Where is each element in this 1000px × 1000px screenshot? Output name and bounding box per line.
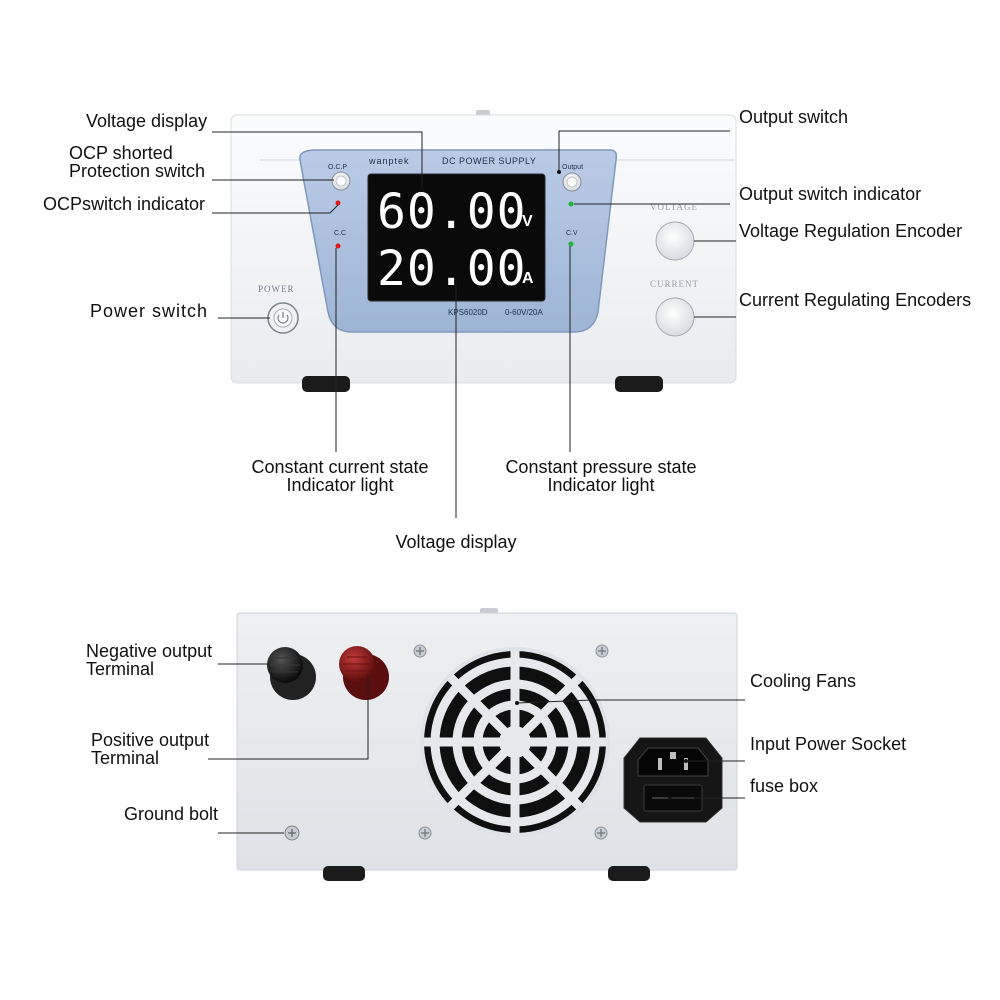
voltage-encoder-knob[interactable] [655,221,695,261]
label-fuse-box: fuse box [750,776,819,796]
model-text: KPS6020D [448,308,488,317]
label-negative-1: Negative output [86,641,213,661]
output-indicator-led [568,201,574,207]
rear-screws [413,644,609,840]
current-unit: A [522,270,534,287]
label-voltage-display-top: Voltage display [86,111,208,131]
label-output-indicator: Output switch indicator [739,184,922,204]
label-cooling-fans: Cooling Fans [750,671,857,691]
label-current-encoder: Current Regulating Encoders [739,290,972,310]
power-icon [277,314,289,324]
input-power-socket [623,737,723,823]
power-label: POWER [258,284,295,294]
negative-terminal[interactable] [267,647,316,700]
current-knob-label: CURRENT [650,279,699,289]
current-encoder-knob[interactable] [655,297,695,337]
label-cp-state-2: Indicator light [547,475,655,495]
ocp-label: O.C.P [328,164,347,171]
front-leader-lines [212,130,736,518]
brand-text: wanptek [368,156,410,166]
rear-foot-right [608,866,650,881]
output-label: Output [562,164,583,171]
rear-unit [236,608,738,881]
label-voltage-encoder: Voltage Regulation Encoder [739,221,963,241]
label-output-switch: Output switch [739,107,849,127]
range-text: 0-60V/20A [505,308,543,317]
panel-title: DC POWER SUPPLY [442,156,536,166]
label-positive-2: Terminal [91,748,160,768]
cv-indicator-led [568,241,574,247]
voltage-reading: 60.00 [377,184,527,240]
label-ocp-shorted-2: Protection switch [69,161,206,181]
label-input-socket: Input Power Socket [750,734,907,754]
front-unit: wanptek DC POWER SUPPLY O.C.P C.C Output… [230,110,737,392]
cc-label: C.C [334,230,346,237]
ocp-indicator-led [335,200,341,206]
label-ocp-shorted-1: OCP shorted [69,143,173,163]
label-cp-state-1: Constant pressure state [505,457,697,477]
cv-label: C.V [566,230,578,237]
label-ocp-indicator: OCPswitch indicator [43,194,206,214]
label-positive-1: Positive output [91,730,210,750]
label-voltage-display-bottom: Voltage display [395,532,517,552]
label-cc-state-1: Constant current state [251,457,429,477]
current-reading: 20.00 [377,241,527,297]
front-foot-right [615,376,663,392]
voltage-knob-label: VOLTAGE [650,202,698,212]
label-power-switch: Power switch [90,301,209,321]
label-cc-state-2: Indicator light [286,475,394,495]
label-ground-bolt: Ground bolt [124,804,219,824]
rear-leader-lines [208,663,745,834]
voltage-unit: V [522,213,533,230]
rear-foot-left [323,866,365,881]
label-negative-2: Terminal [86,659,155,679]
front-foot-left [302,376,350,392]
positive-terminal[interactable] [339,646,389,700]
cc-indicator-led [335,243,341,249]
cooling-fan-grille [420,647,610,837]
